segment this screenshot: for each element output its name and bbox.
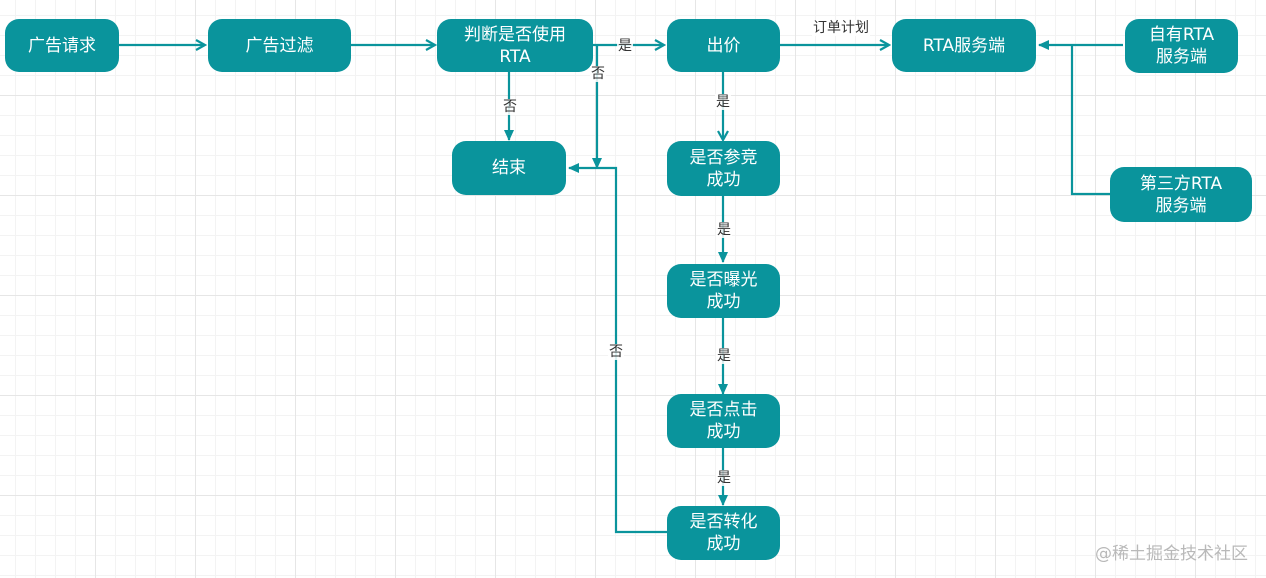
node-end[interactable]: 结束 <box>452 141 566 195</box>
label-bid-yes: 是 <box>715 94 731 110</box>
node-convert-success[interactable]: 是否转化 成功 <box>667 506 780 560</box>
label-click-yes: 是 <box>716 470 732 486</box>
label-rta-yes: 是 <box>617 38 633 54</box>
node-ad-filter[interactable]: 广告过滤 <box>208 19 351 72</box>
label-rta-no-down: 否 <box>502 99 518 115</box>
node-bid-success[interactable]: 是否参竞 成功 <box>667 141 780 196</box>
edge-third-rta-to-server <box>1070 45 1110 196</box>
label-order-plan: 订单计划 <box>812 20 870 36</box>
node-expose-success[interactable]: 是否曝光 成功 <box>667 264 780 318</box>
node-bid[interactable]: 出价 <box>667 19 780 72</box>
label-expose-yes: 是 <box>716 348 732 364</box>
node-own-rta-server[interactable]: 自有RTA 服务端 <box>1125 19 1238 73</box>
label-rta-no-side: 否 <box>590 66 606 82</box>
node-third-party-rta-server[interactable]: 第三方RTA 服务端 <box>1110 167 1252 222</box>
node-rta-server[interactable]: RTA服务端 <box>892 19 1036 72</box>
label-convert-no: 否 <box>608 344 624 360</box>
node-ad-request[interactable]: 广告请求 <box>5 19 119 72</box>
node-click-success[interactable]: 是否点击 成功 <box>667 394 780 448</box>
label-compete-yes: 是 <box>716 222 732 238</box>
watermark: @稀土掘金技术社区 <box>1095 544 1248 564</box>
node-use-rta[interactable]: 判断是否使用 RTA <box>437 19 593 72</box>
